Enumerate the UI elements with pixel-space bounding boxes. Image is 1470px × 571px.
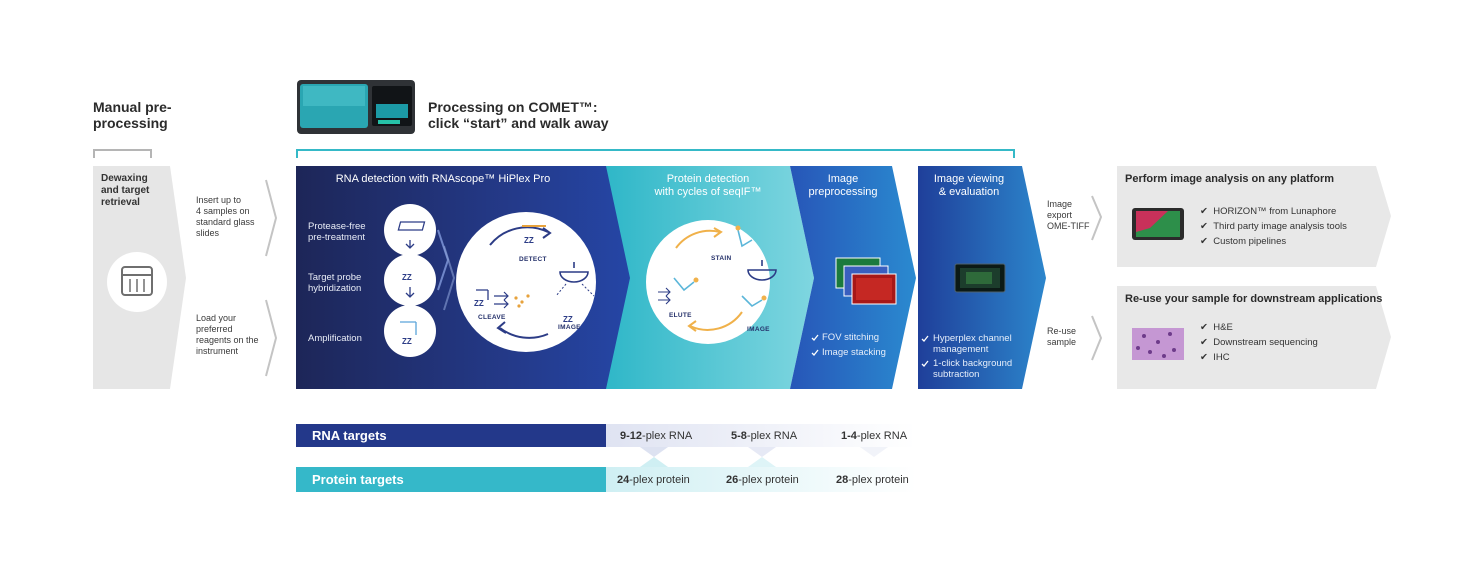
svg-text:ZZ: ZZ — [524, 236, 534, 245]
rna-panel-title: RNA detection with RNAscope™ HiPlex Pro — [335, 173, 551, 185]
slide-box-icon — [107, 252, 167, 312]
rna-level-3: 1-4-plex RNA — [841, 430, 907, 442]
protein-level-3-count: 28 — [836, 474, 849, 486]
rna-level-1: 9-12-plex RNA — [620, 430, 692, 442]
rna-cycle-cleave: CLEAVE — [478, 314, 506, 321]
protein-level-1-count: 24 — [617, 474, 630, 486]
protein-cycle-stain: STAIN — [711, 255, 732, 262]
downstream-item-label: H&E — [1213, 322, 1233, 333]
rna-level-1-count: 9-12 — [620, 430, 643, 442]
rna-targets-label: RNA targets — [312, 428, 387, 443]
downstream-list: ✔ H&E ✔ Downstream sequencing ✔ IHC — [1200, 320, 1318, 365]
protein-level-2: 26-plex protein — [726, 474, 799, 486]
downstream-item: ✔ IHC — [1200, 352, 1230, 363]
rna-level-2-unit: -plex RNA — [746, 430, 798, 442]
rna-level-2: 5-8-plex RNA — [731, 430, 797, 442]
analysis-item-label: HORIZON™ from Lunaphore — [1213, 206, 1337, 217]
analysis-item-label: Third party image analysis tools — [1213, 221, 1347, 232]
viewing-title: Image viewing & evaluation — [933, 173, 1005, 198]
rna-step-pretreatment: Protease-free pre-treatment — [308, 221, 366, 243]
rna-step-amplification: Amplification — [308, 333, 362, 344]
hyperplex-item: Hyperplex channel management — [933, 333, 1012, 355]
protein-level-2-unit: -plex protein — [738, 474, 799, 486]
svg-text:ZZ: ZZ — [563, 315, 573, 324]
preprocessing-title: Image preprocessing — [808, 173, 878, 198]
protein-level-1-unit: -plex protein — [629, 474, 690, 486]
comet-processing-title: Processing on COMET™: click “start” and … — [428, 99, 609, 131]
analysis-item-label: Custom pipelines — [1213, 236, 1287, 247]
analysis-item: ✔ Custom pipelines — [1200, 236, 1287, 247]
microscope-icon — [555, 262, 595, 297]
protein-targets-label: Protein targets — [312, 472, 404, 487]
downstream-item: ✔ Downstream sequencing — [1200, 337, 1318, 348]
protein-panel-title: Protein detection with cycles of seqIF™ — [654, 173, 762, 198]
instrument-image — [297, 80, 415, 134]
rna-cycle-detect: DETECT — [519, 256, 547, 263]
protein-level-3-unit: -plex protein — [848, 474, 909, 486]
fov-stitching-item: FOV stitching — [822, 332, 880, 343]
insert-samples-text: Insert up to 4 samples on standard glass… — [196, 195, 255, 238]
downstream-title: Re-use your sample for downstream applic… — [1125, 293, 1383, 305]
analysis-item: ✔ HORIZON™ from Lunaphore — [1200, 206, 1337, 217]
background-subtraction-item: 1-click background subtraction — [933, 358, 1013, 380]
analysis-item: ✔ Third party image analysis tools — [1200, 221, 1347, 232]
rna-level-2-count: 5-8 — [731, 430, 747, 442]
dewaxing-label: Dewaxing and target retrieval — [101, 173, 150, 208]
svg-text:ZZ: ZZ — [402, 273, 412, 282]
rna-level-1-unit: -plex RNA — [642, 430, 693, 442]
protein-cycle-image: IMAGE — [747, 326, 770, 333]
analysis-list: ✔ HORIZON™ from Lunaphore ✔ Third party … — [1200, 204, 1347, 249]
rna-level-3-unit: -plex RNA — [856, 430, 908, 442]
manual-preprocessing-title: Manual pre- processing — [93, 99, 172, 131]
image-export-text: Image export OME-TIFF — [1047, 199, 1090, 231]
image-stacking-item: Image stacking — [822, 347, 886, 358]
protein-level-2-count: 26 — [726, 474, 739, 486]
check-icon — [811, 334, 929, 367]
analysis-title: Perform image analysis on any platform — [1125, 173, 1335, 185]
downstream-item-label: Downstream sequencing — [1213, 337, 1318, 348]
svg-text:ZZ: ZZ — [474, 299, 484, 308]
downstream-item: ✔ H&E — [1200, 322, 1233, 333]
downstream-item-label: IHC — [1213, 352, 1230, 363]
protein-level-3: 28-plex protein — [836, 474, 909, 486]
svg-text:ZZ: ZZ — [402, 337, 412, 346]
rna-cycle-image: IMAGE — [558, 324, 581, 331]
reuse-sample-text: Re-use sample — [1047, 326, 1077, 347]
rna-level-3-count: 1-4 — [841, 430, 857, 442]
rna-step-hybridization: Target probe hybridization — [308, 272, 362, 294]
load-reagents-text: Load your preferred reagents on the inst… — [196, 313, 259, 356]
protein-level-1: 24-plex protein — [617, 474, 690, 486]
protein-cycle-elute: ELUTE — [669, 312, 692, 319]
